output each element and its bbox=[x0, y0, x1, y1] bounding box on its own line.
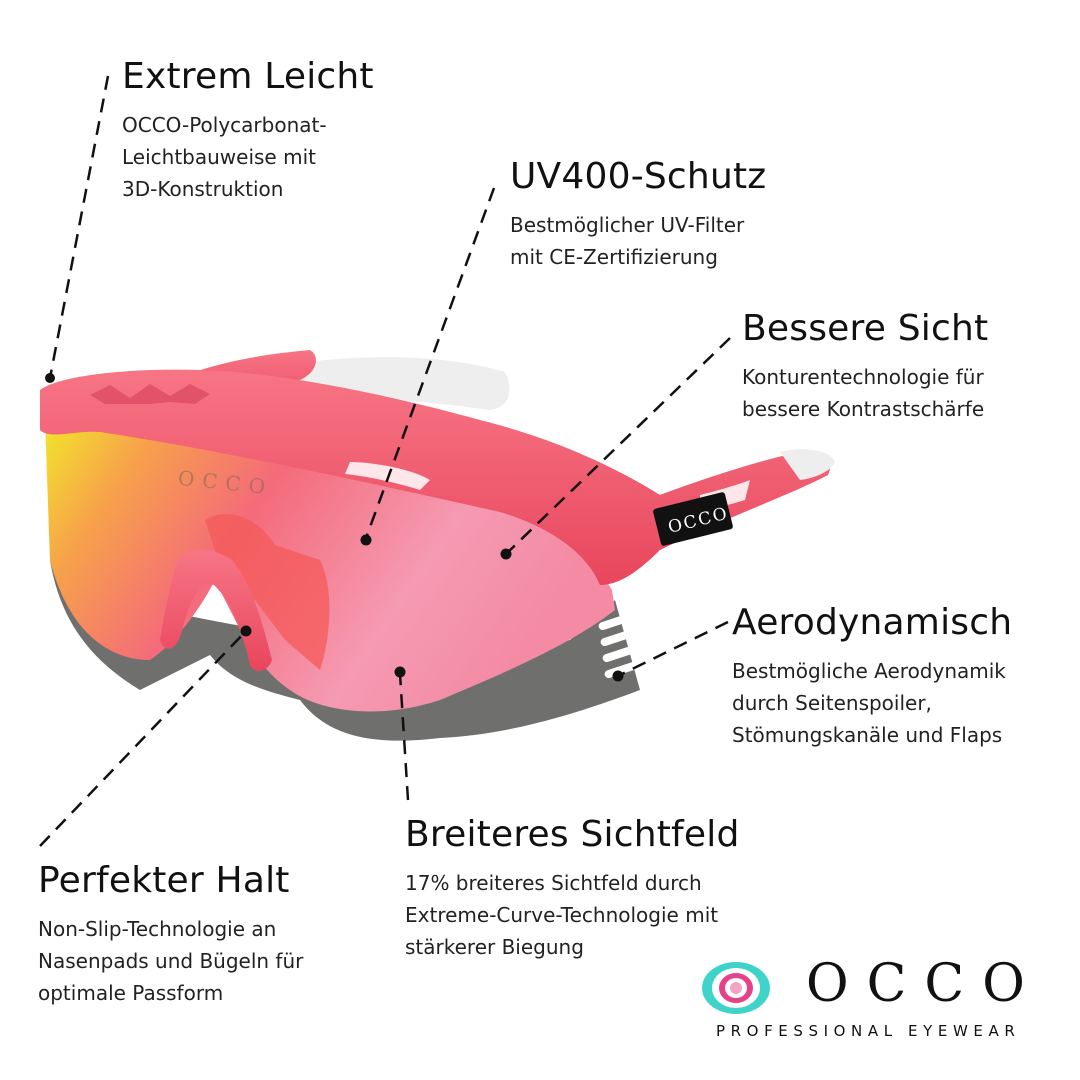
leader-dots bbox=[45, 373, 624, 682]
leader-line-uv bbox=[364, 187, 496, 539]
feature-description: Konturentechnologie für bessere Kontrast… bbox=[742, 361, 988, 425]
feature-title: UV400-Schutz bbox=[510, 156, 767, 197]
feature-title: Aerodynamisch bbox=[732, 602, 1013, 643]
feature-title: Breiteres Sichtfeld bbox=[405, 814, 740, 855]
feature-bessere-sicht: Bessere Sicht Konturentechnologie für be… bbox=[742, 308, 988, 425]
feature-title: Perfekter Halt bbox=[38, 860, 290, 901]
feature-breiteres-sichtfeld: Breiteres Sichtfeld 17% breiteres Sichtf… bbox=[405, 814, 740, 963]
feature-perfekter-halt: Perfekter Halt Non-Slip-Technologie an N… bbox=[38, 860, 303, 1009]
feature-desc-line: stärkerer Biegung bbox=[405, 935, 584, 960]
feature-description: Bestmögliche Aerodynamik durch Seitenspo… bbox=[732, 655, 1012, 751]
feature-desc-line: Bestmögliche Aerodynamik bbox=[732, 659, 1006, 684]
brand-wordmark: OCCO bbox=[806, 954, 1043, 1014]
spoiler-vents bbox=[598, 613, 638, 679]
leader-line-aero bbox=[617, 620, 729, 678]
feature-desc-line: Extreme-Curve-Technologie mit bbox=[405, 903, 719, 928]
brand-tagline: PROFESSIONAL EYEWEAR bbox=[716, 1022, 1021, 1040]
leader-line-halt bbox=[39, 630, 247, 847]
back-temple-tip bbox=[260, 357, 510, 410]
feature-description: 17% breiteres Sichtfeld durch Extreme-Cu… bbox=[405, 867, 740, 963]
feature-desc-line: 3D-Konstruktion bbox=[122, 177, 284, 202]
feature-desc-line: Nasenpads und Bügeln für bbox=[38, 949, 304, 974]
feature-title: Bessere Sicht bbox=[742, 308, 989, 349]
feature-desc-line: Leichtbauweise mit bbox=[122, 145, 316, 170]
leader-line-sicht bbox=[505, 337, 731, 555]
feature-desc-line: Non-Slip-Technologie an bbox=[38, 917, 277, 942]
leader-line-breit bbox=[398, 673, 410, 801]
feature-aerodynamisch: Aerodynamisch Bestmögliche Aerodynamik d… bbox=[732, 602, 1012, 751]
leader-line-leicht bbox=[48, 75, 110, 379]
feature-desc-line: durch Seitenspoiler, bbox=[732, 691, 932, 716]
occo-eye-icon bbox=[702, 962, 770, 1014]
nose-bridge bbox=[160, 549, 272, 672]
lens bbox=[45, 420, 615, 712]
feature-extrem-leicht: Extrem Leicht OCCO-Polycarbonat- Leichtb… bbox=[122, 56, 374, 205]
feature-description: Non-Slip-Technologie an Nasenpads und Bü… bbox=[38, 913, 303, 1009]
front-temple-tip bbox=[780, 449, 835, 480]
feature-desc-line: Konturentechnologie für bbox=[742, 365, 984, 390]
temple-logo-plate bbox=[653, 492, 733, 546]
leader-lines bbox=[39, 75, 731, 847]
feature-description: Bestmöglicher UV-Filter mit CE-Zertifizi… bbox=[510, 209, 766, 273]
feature-desc-line: Stömungskanäle und Flaps bbox=[732, 723, 1003, 748]
feature-desc-line: 17% breiteres Sichtfeld durch bbox=[405, 871, 702, 896]
feature-title: Extrem Leicht bbox=[122, 56, 374, 97]
brand-logo: OCCO PROFESSIONAL EYEWEAR bbox=[700, 954, 1060, 1050]
feature-desc-line: bessere Kontrastschärfe bbox=[742, 397, 985, 422]
feature-desc-line: OCCO-Polycarbonat- bbox=[122, 113, 327, 138]
feature-uv400-schutz: UV400-Schutz Bestmöglicher UV-Filter mit… bbox=[510, 156, 766, 273]
feature-desc-line: mit CE-Zertifizierung bbox=[510, 245, 718, 270]
feature-desc-line: optimale Passform bbox=[38, 981, 224, 1006]
inner-flap bbox=[205, 514, 330, 670]
feature-desc-line: Bestmöglicher UV-Filter bbox=[510, 213, 745, 238]
top-frame bbox=[40, 369, 831, 585]
feature-description: OCCO-Polycarbonat- Leichtbauweise mit 3D… bbox=[122, 109, 374, 205]
